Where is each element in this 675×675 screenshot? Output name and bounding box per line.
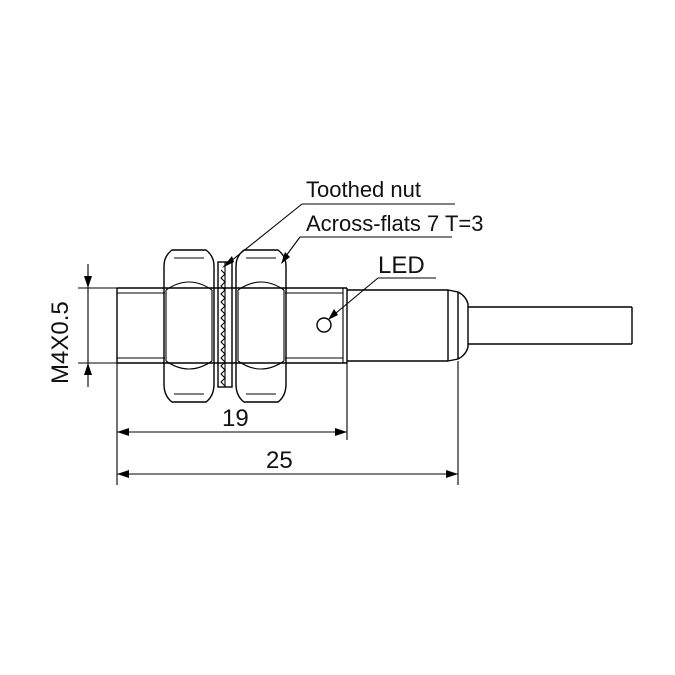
hex-nut-left: [163, 249, 215, 403]
toothed-washer: [217, 261, 233, 388]
cable-strain-relief: [447, 289, 469, 362]
length-dimensions: [116, 361, 459, 485]
leader-arrow-led: [328, 309, 338, 320]
leader-arrow-nut: [281, 252, 290, 264]
led-indicator: [316, 317, 332, 333]
rear-housing: [347, 289, 449, 362]
cable: [468, 306, 633, 345]
thread-dimension: [78, 264, 117, 387]
leader-arrow-washer: [222, 256, 234, 268]
body-length-label: 19: [222, 405, 249, 432]
toothed-nut-label: Toothed nut: [306, 177, 421, 202]
thread-size-label: M4X0.5: [47, 301, 74, 384]
led-label: LED: [378, 252, 425, 279]
across-flats-label: Across-flats 7 T=3: [306, 211, 484, 236]
hex-nut-right: [235, 249, 287, 403]
total-length-label: 25: [266, 447, 293, 474]
